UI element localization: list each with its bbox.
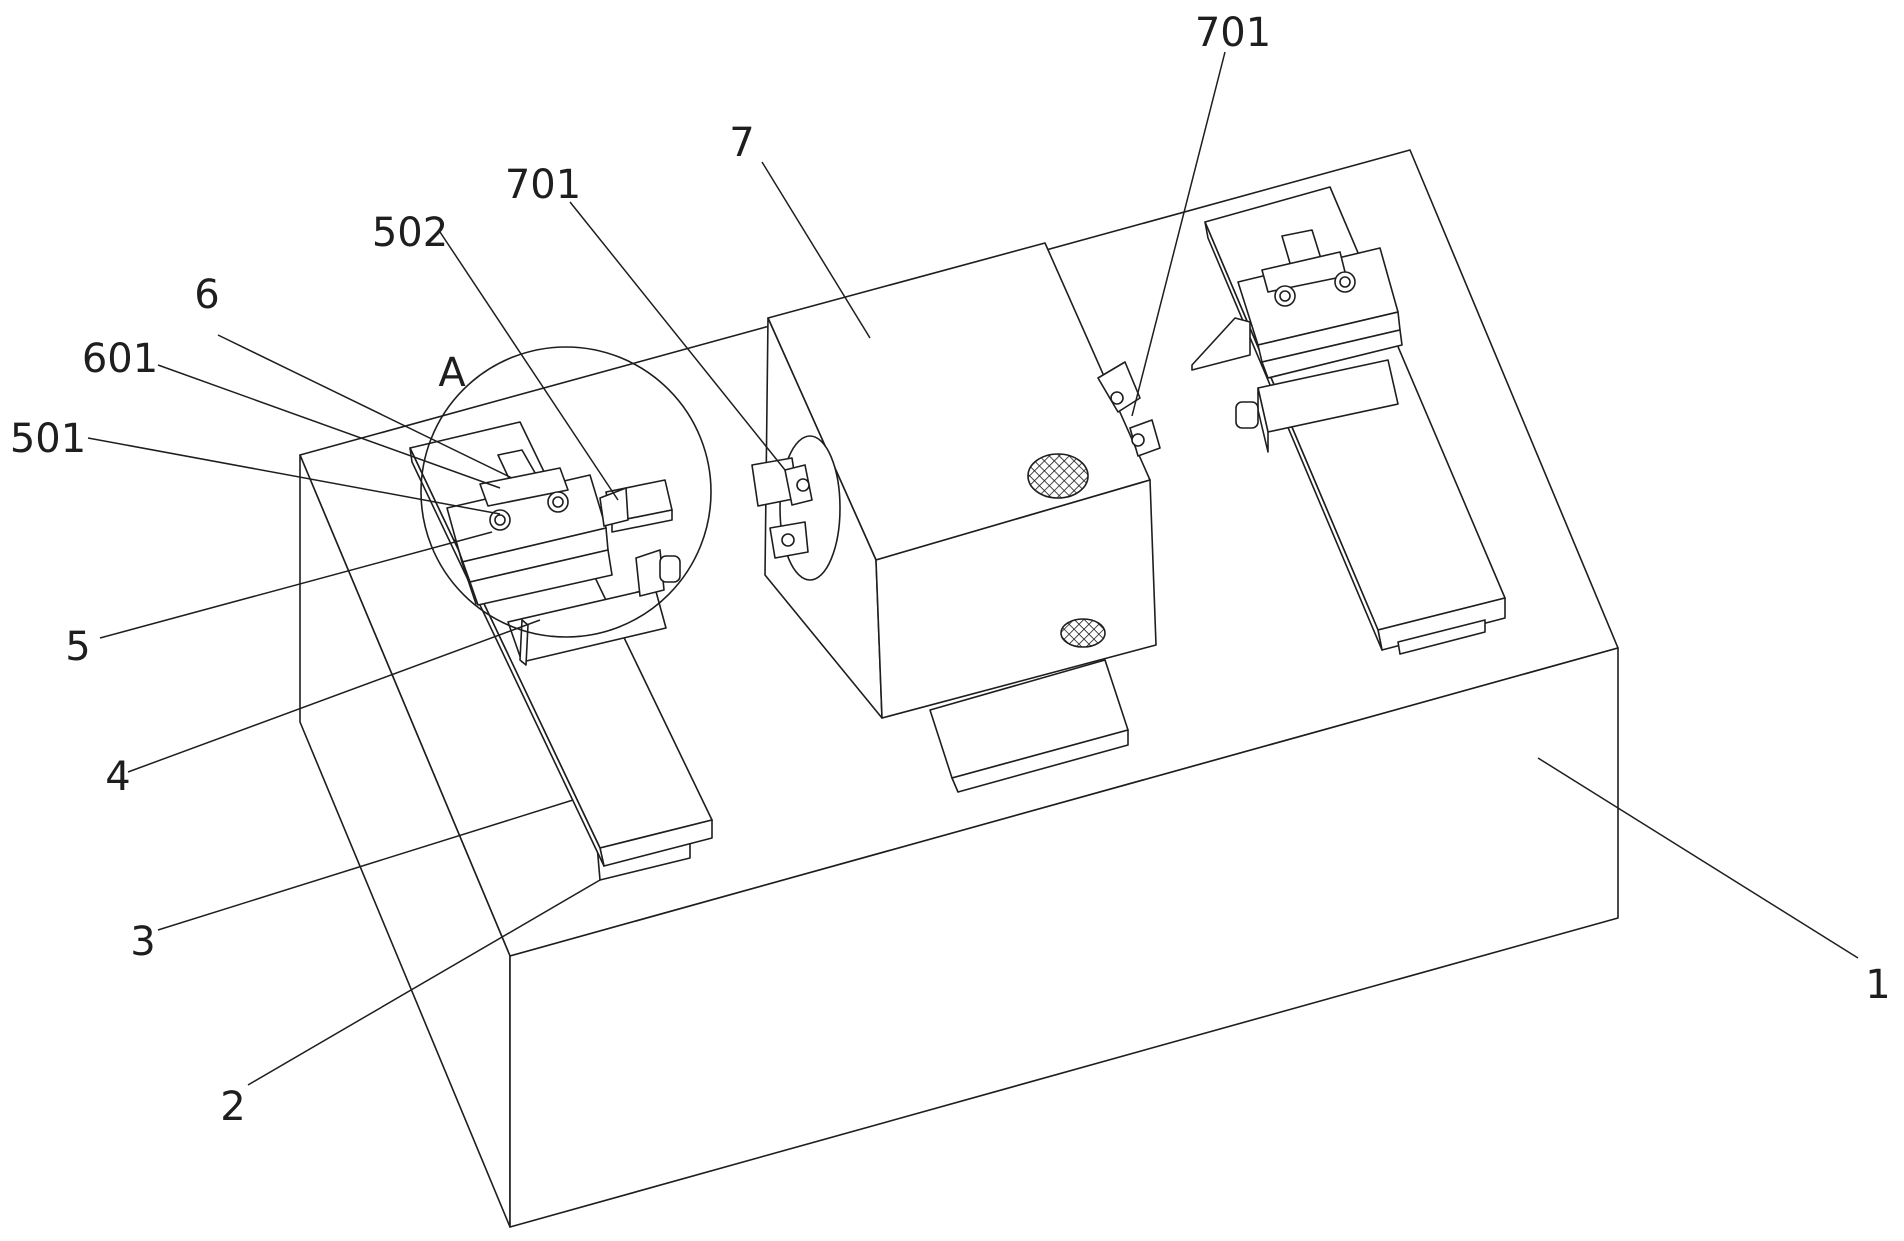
screw bbox=[1334, 271, 1356, 293]
label-a: A bbox=[438, 350, 466, 396]
detail-circle-a bbox=[420, 346, 712, 638]
label-7: 7 bbox=[729, 120, 754, 166]
hatched-port bbox=[1060, 618, 1106, 648]
rotary-flange bbox=[1097, 361, 1161, 457]
label-501: 501 bbox=[10, 416, 86, 462]
left-rail-assembly bbox=[409, 421, 713, 881]
label-701-right: 701 bbox=[1195, 10, 1271, 56]
label-4: 4 bbox=[105, 754, 130, 800]
label-6: 6 bbox=[194, 272, 219, 318]
label-3: 3 bbox=[130, 919, 155, 965]
leader-lines bbox=[87, 51, 1859, 1086]
label-502: 502 bbox=[372, 210, 448, 256]
label-601: 601 bbox=[82, 336, 158, 382]
label-701-left: 701 bbox=[505, 162, 581, 208]
carriage-block bbox=[507, 587, 667, 663]
screw bbox=[1274, 285, 1296, 307]
right-rail-assembly bbox=[1191, 186, 1506, 655]
rotary-flange bbox=[751, 435, 841, 581]
center-housing-assembly bbox=[751, 242, 1161, 793]
labels: 1 2 3 4 5 501 601 6 A 502 701 7 701 bbox=[10, 10, 1891, 1130]
screw bbox=[489, 509, 511, 531]
screw bbox=[547, 491, 569, 513]
hatched-port bbox=[1027, 453, 1089, 499]
label-2: 2 bbox=[220, 1084, 245, 1130]
label-1: 1 bbox=[1865, 962, 1890, 1008]
label-5: 5 bbox=[65, 624, 90, 670]
